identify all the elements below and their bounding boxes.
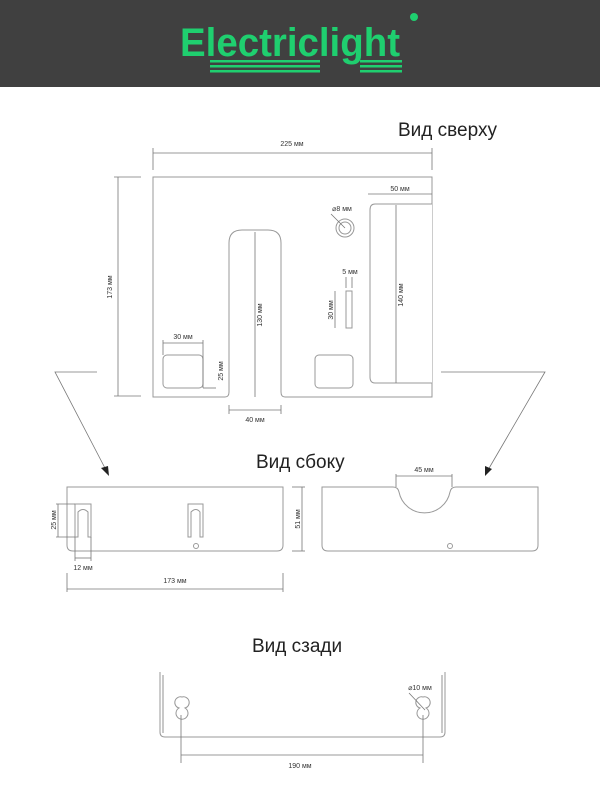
top-height-label: 173 мм: [107, 275, 114, 298]
slot-height-label: 30 мм: [328, 300, 335, 320]
square-height-label: 25 мм: [218, 361, 225, 381]
keyhole-spacing-label: 190 мм: [288, 763, 311, 770]
cutout-width-label: 45 мм: [414, 467, 434, 474]
cut-length-label: 130 мм: [257, 303, 264, 326]
hook-center: [187, 503, 204, 538]
narrow-slot: [345, 290, 353, 329]
keyhole-left: [174, 696, 190, 720]
side-height-label: 51 мм: [295, 509, 302, 529]
back-view-title: Вид сзади: [252, 636, 342, 657]
top-width-label: 225 мм: [280, 141, 303, 148]
hole-diameter-label: ⌀8 мм: [332, 206, 352, 213]
cut-width-label: 40 мм: [245, 417, 265, 424]
back-view-plate: [159, 672, 446, 738]
brand-logo: Electriclight: [180, 13, 418, 73]
right-cutout: [369, 203, 432, 384]
right-width-label: 50 мм: [390, 186, 410, 193]
square-hole-right: [314, 354, 354, 389]
hook-height-label: 25 мм: [51, 510, 58, 530]
top-view-title: Вид сверху: [398, 120, 497, 141]
side-view-left: [66, 486, 284, 552]
brand-name: Electriclight: [180, 21, 400, 65]
arrow-left: [54, 371, 107, 471]
side-length-label: 173 мм: [163, 578, 186, 585]
right-height-label: 140 мм: [398, 283, 405, 306]
slot-width-label: 5 мм: [342, 269, 358, 276]
side-view-title: Вид сбоку: [256, 452, 345, 473]
arrow-right: [441, 371, 546, 471]
keyhole-diameter-label: ⌀10 мм: [408, 685, 432, 692]
top-view-plate: [152, 176, 433, 398]
hook-left: [74, 503, 92, 538]
side-view-right: [321, 486, 539, 552]
square-width-label: 30 мм: [173, 334, 193, 341]
square-hole-left: [162, 354, 204, 389]
hook-width-label: 12 мм: [73, 565, 93, 572]
